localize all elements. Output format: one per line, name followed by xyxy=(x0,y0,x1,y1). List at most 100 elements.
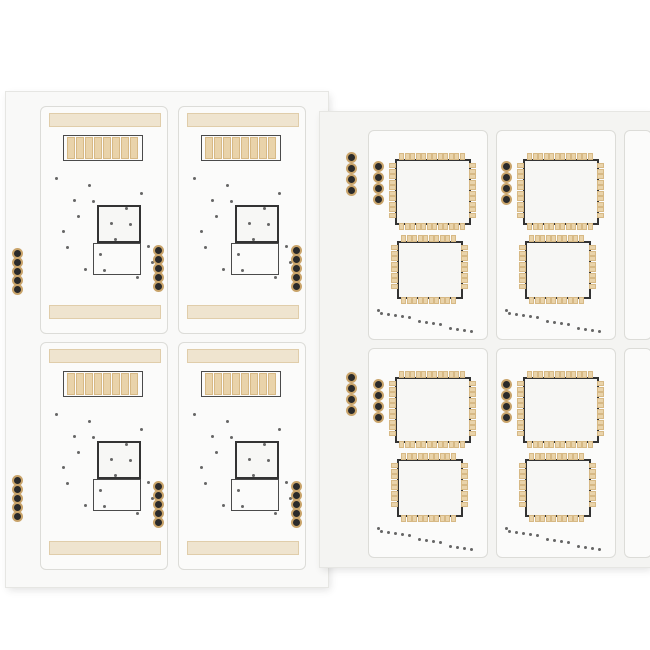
qfp-chip-icon xyxy=(395,159,471,225)
gold-pad xyxy=(417,235,423,242)
gold-pad xyxy=(421,153,426,160)
gold-pad xyxy=(461,256,468,261)
via xyxy=(567,323,570,326)
gold-pad xyxy=(519,283,526,289)
gold-pad xyxy=(597,414,604,419)
gold-pad xyxy=(389,163,396,168)
gold-pad xyxy=(560,153,565,160)
gold-pad xyxy=(454,371,459,378)
gold-pad xyxy=(517,425,524,430)
gold-pad xyxy=(426,223,432,230)
gold-pad xyxy=(454,441,459,448)
gold-pad xyxy=(597,163,604,168)
gold-pad xyxy=(389,392,396,397)
gold-pad xyxy=(389,425,396,430)
gold-pad xyxy=(587,223,593,230)
gold-pad xyxy=(49,349,161,363)
gold-pad xyxy=(187,349,299,363)
gold-pad xyxy=(469,381,476,386)
gold-pad xyxy=(517,163,524,168)
via xyxy=(470,330,473,333)
gold-pad xyxy=(576,441,582,448)
through-hole-pin xyxy=(375,414,382,421)
gold-pad xyxy=(469,179,476,185)
via xyxy=(200,230,203,233)
via xyxy=(425,321,428,324)
through-hole-pin xyxy=(293,483,300,490)
via xyxy=(522,532,525,535)
via xyxy=(529,533,532,536)
via xyxy=(204,246,207,249)
gold-pad xyxy=(597,174,604,179)
via xyxy=(289,497,292,500)
gold-pad xyxy=(571,371,576,378)
gold-pad xyxy=(517,190,524,196)
gold-pad xyxy=(469,212,476,218)
silkscreen-outline xyxy=(201,371,281,397)
via xyxy=(285,245,288,248)
through-hole-pin xyxy=(503,403,510,410)
via xyxy=(553,321,556,324)
gold-pad xyxy=(565,371,571,378)
pcb-panel-right xyxy=(320,112,650,567)
gold-pad xyxy=(562,235,567,242)
gold-pad xyxy=(415,153,421,160)
silkscreen-outline xyxy=(231,243,279,275)
via xyxy=(99,489,102,492)
through-hole-pin xyxy=(348,407,355,414)
gold-pad xyxy=(554,371,560,378)
gold-pad xyxy=(589,245,596,250)
gold-pad xyxy=(597,185,604,190)
via xyxy=(147,245,150,248)
through-hole-pin xyxy=(293,265,300,272)
gold-pad xyxy=(412,515,417,522)
via xyxy=(463,547,466,550)
gold-pad xyxy=(517,403,524,408)
gold-pad xyxy=(469,392,476,397)
through-hole-pin xyxy=(375,381,382,388)
through-hole-pin xyxy=(503,185,510,192)
via xyxy=(140,428,143,431)
through-hole-pin xyxy=(293,283,300,290)
gold-pad xyxy=(404,223,410,230)
via xyxy=(248,458,251,461)
gold-pad xyxy=(410,371,415,378)
gold-pad xyxy=(517,201,524,207)
gold-pad xyxy=(538,153,543,160)
gold-pad xyxy=(103,373,111,395)
via xyxy=(418,538,421,541)
gold-pad xyxy=(517,381,524,386)
via xyxy=(432,322,435,325)
gold-pad xyxy=(597,212,604,218)
gold-pad xyxy=(187,305,299,319)
gold-pad xyxy=(576,371,582,378)
gold-pad xyxy=(437,223,443,230)
gold-pad xyxy=(461,261,468,267)
gold-pad xyxy=(517,386,524,392)
gold-pad xyxy=(448,371,454,378)
gold-pad xyxy=(389,408,396,414)
gold-pad xyxy=(571,441,576,448)
gold-pad xyxy=(534,297,540,304)
via xyxy=(129,223,132,226)
gold-pad xyxy=(519,250,526,256)
pcb-panel-left xyxy=(6,92,328,587)
qfp-chip-icon xyxy=(235,205,279,243)
via xyxy=(546,320,549,323)
gold-pad xyxy=(404,371,410,378)
gold-pad xyxy=(540,297,545,304)
qfp-chip-icon xyxy=(395,377,471,443)
gold-pad xyxy=(461,250,468,256)
gold-pad xyxy=(597,419,604,425)
gold-pad xyxy=(391,474,398,479)
through-hole-pin xyxy=(155,483,162,490)
via xyxy=(584,328,587,331)
through-hole-pin xyxy=(375,392,382,399)
gold-pad xyxy=(562,515,567,522)
gold-pad xyxy=(461,468,468,474)
via xyxy=(439,541,442,544)
gold-pad xyxy=(589,468,596,474)
gold-pad xyxy=(587,153,593,160)
gold-pad xyxy=(391,496,398,501)
